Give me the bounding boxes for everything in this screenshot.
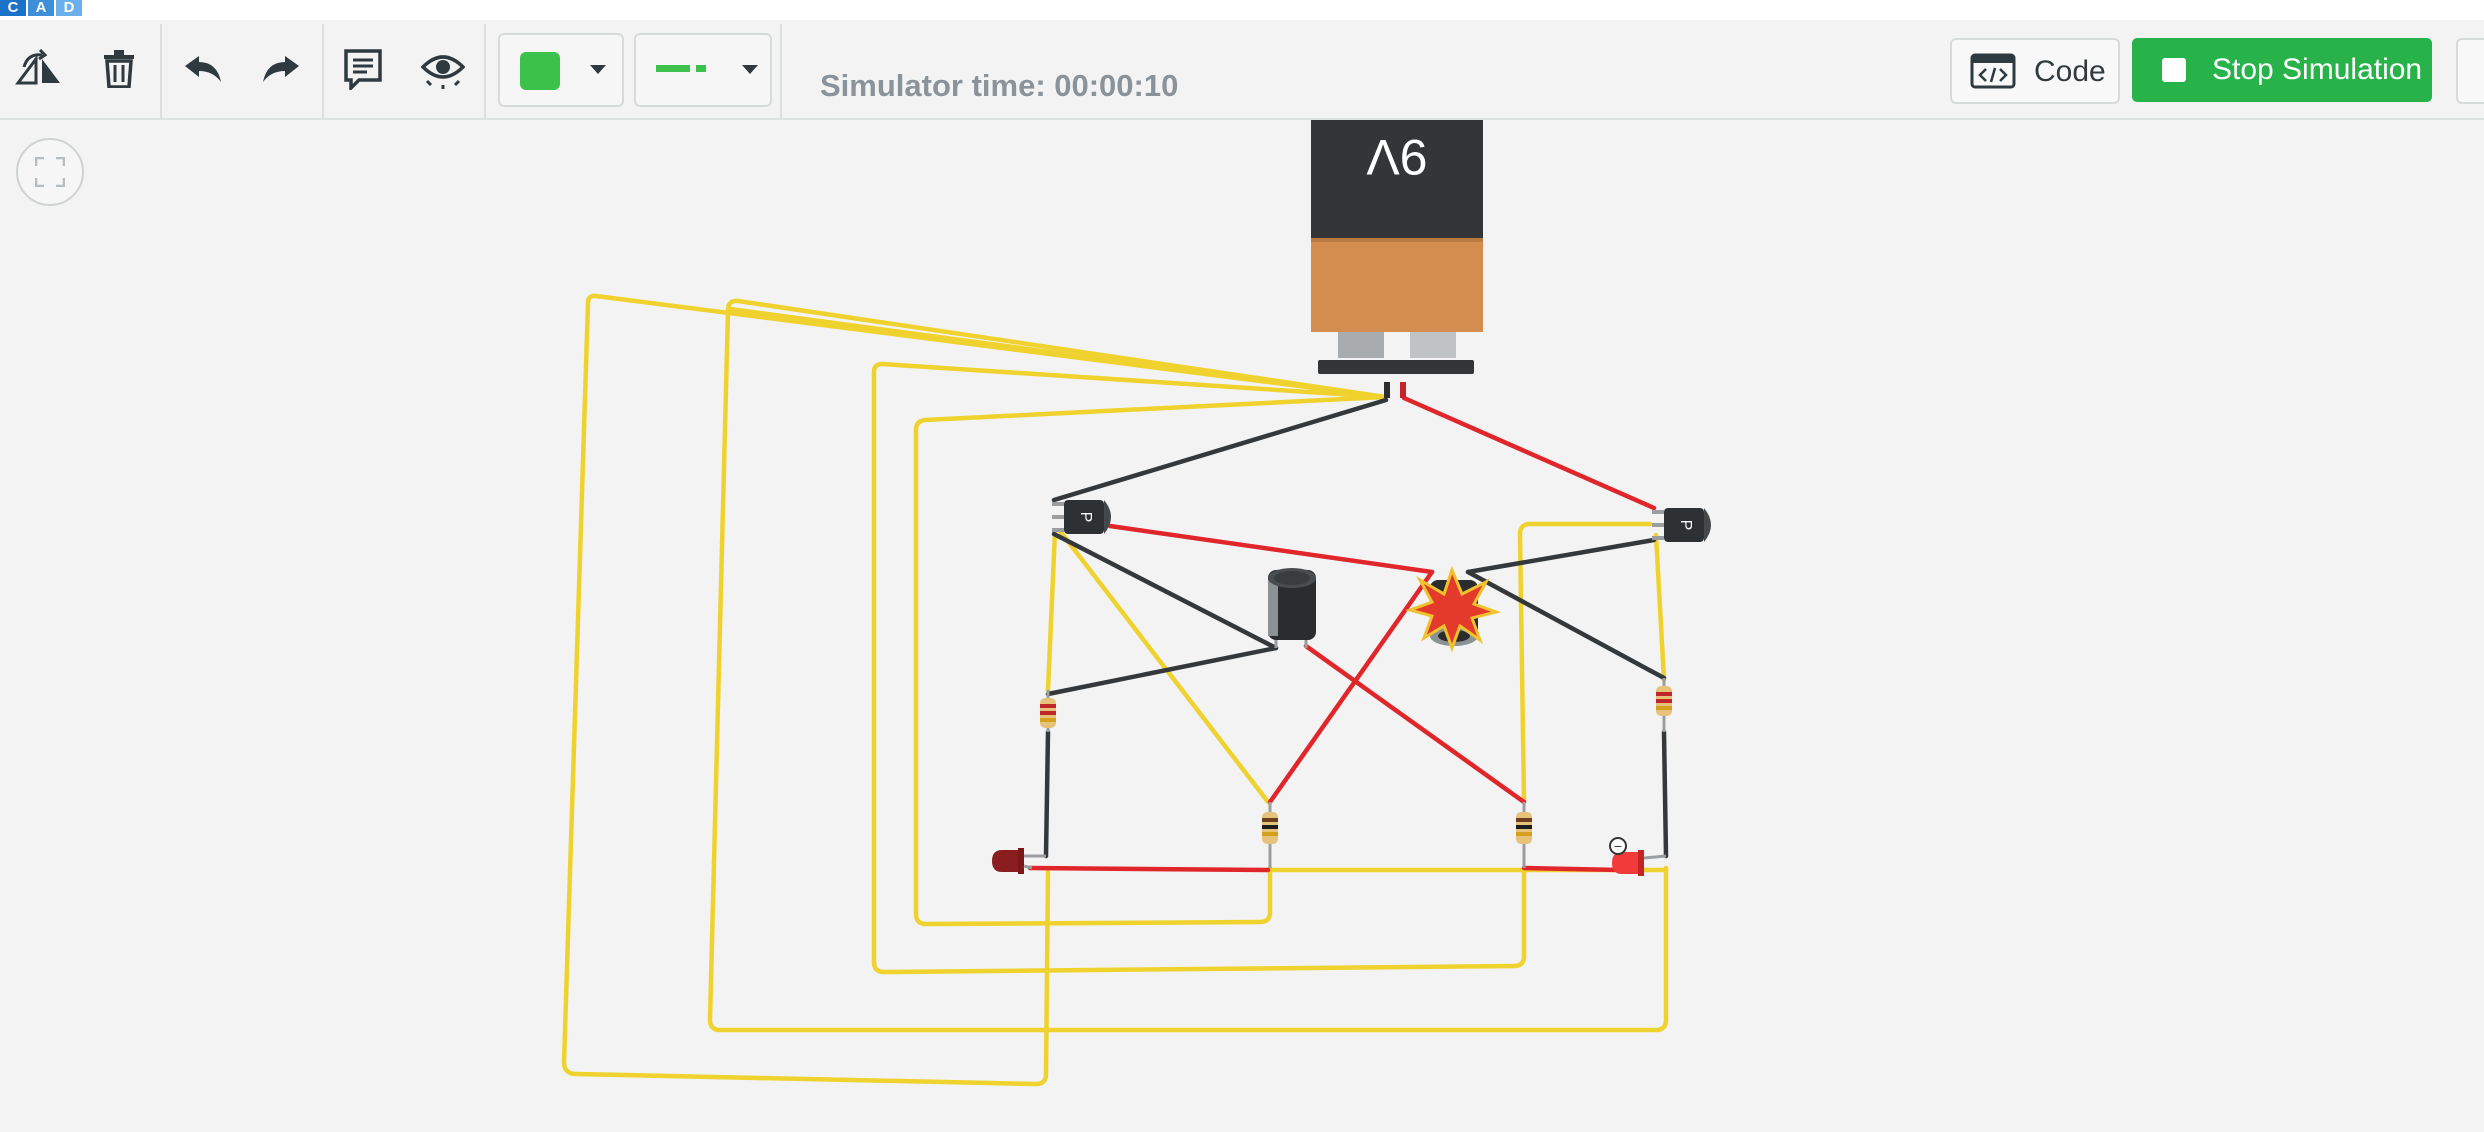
code-icon	[1970, 53, 2016, 89]
chevron-down-icon	[742, 65, 758, 74]
capacitor-left[interactable]	[1268, 568, 1316, 648]
stop-icon	[2162, 58, 2186, 82]
battery-label: 9V	[1366, 129, 1428, 185]
notes-icon	[344, 49, 382, 90]
wire-red[interactable]	[1267, 569, 1435, 805]
simulator-time: Simulator time: 00:00:10	[820, 68, 1179, 103]
wire-color-swatch	[520, 52, 560, 90]
undo-button[interactable]	[176, 42, 230, 96]
wire-black[interactable]	[1043, 729, 1051, 859]
trash-icon	[104, 50, 134, 88]
wire-red[interactable]	[1027, 865, 1271, 873]
transistor-label: P	[1077, 512, 1094, 523]
wire-red[interactable]	[1401, 395, 1657, 511]
notes-button[interactable]	[336, 42, 390, 96]
wire-black[interactable]	[1465, 537, 1657, 575]
fit-screen-icon	[35, 157, 65, 187]
circuit-canvas[interactable]: 9V P P	[0, 120, 2484, 1132]
wire-yellow[interactable]	[1653, 532, 1667, 683]
wire-red[interactable]	[1521, 865, 1623, 873]
overflow-button[interactable]	[2456, 38, 2484, 104]
wire-black[interactable]	[1661, 729, 1669, 859]
logo-letter: C	[0, 0, 26, 16]
visibility-button[interactable]	[416, 42, 470, 96]
led-left[interactable]	[992, 848, 1046, 874]
transistor-right[interactable]: P	[1652, 508, 1711, 542]
polarity-label: −	[1614, 838, 1622, 854]
stop-simulation-label: Stop Simulation	[2212, 53, 2423, 86]
eye-icon	[421, 55, 465, 89]
resistor-right-top[interactable]	[1656, 678, 1672, 732]
led-right[interactable]: −	[1609, 837, 1667, 876]
polarity-icon	[1609, 837, 1627, 855]
toolbar-divider	[780, 24, 782, 118]
toolbar-divider	[484, 24, 486, 118]
wire-black[interactable]	[1051, 531, 1279, 651]
wire-color-dropdown[interactable]	[498, 33, 624, 107]
wire-yellow[interactable]	[1045, 528, 1058, 693]
wire-black[interactable]	[1045, 645, 1279, 697]
explosion-icon	[1405, 565, 1502, 653]
redo-icon	[263, 56, 299, 82]
wire-red[interactable]	[1107, 523, 1435, 575]
zoom-to-fit-button[interactable]	[16, 138, 84, 206]
wire-yellow[interactable]	[561, 293, 1388, 1087]
chevron-down-icon	[590, 65, 606, 74]
transistor-label: P	[1677, 520, 1694, 531]
resistor-center-right[interactable]	[1516, 802, 1532, 868]
logo-letter: D	[56, 0, 82, 16]
resistor-left-top[interactable]	[1040, 690, 1056, 732]
wire-yellow[interactable]	[871, 361, 1527, 975]
logo-letter: A	[28, 0, 54, 16]
toolbar-divider	[160, 24, 162, 118]
transistor-left[interactable]: P	[1052, 500, 1111, 534]
wire-yellow[interactable]	[1517, 521, 1653, 805]
rotate-icon	[15, 49, 60, 85]
redo-button[interactable]	[254, 42, 308, 96]
undo-icon	[185, 56, 221, 82]
wire-yellow[interactable]	[727, 306, 1388, 400]
wire-yellow[interactable]	[913, 394, 1388, 927]
wire-black[interactable]	[1465, 569, 1667, 681]
resistor-center-left[interactable]	[1262, 802, 1278, 868]
wire-style-dropdown[interactable]	[634, 33, 772, 107]
delete-button[interactable]	[92, 42, 146, 96]
toolbar-divider	[322, 24, 324, 118]
wire-yellow[interactable]	[1057, 528, 1271, 805]
wire-style-icon	[656, 65, 706, 72]
wire-yellow[interactable]	[707, 298, 1669, 1033]
code-label: Code	[2034, 55, 2106, 88]
stop-simulation-button[interactable]: Stop Simulation	[2132, 38, 2432, 102]
wire-black[interactable]	[1051, 397, 1389, 503]
battery-9v[interactable]: 9V	[1311, 120, 1483, 398]
rotate-button[interactable]	[12, 42, 66, 96]
capacitor-exploded[interactable]	[1405, 565, 1502, 653]
title-bar	[0, 0, 2484, 20]
code-button[interactable]: Code	[1950, 38, 2120, 104]
toolbar: Simulator time: 00:00:10 Code Stop Simul…	[0, 20, 2484, 120]
app-logo[interactable]: C A D	[0, 0, 82, 16]
wire-red[interactable]	[1303, 643, 1527, 805]
wires	[561, 293, 1669, 1087]
